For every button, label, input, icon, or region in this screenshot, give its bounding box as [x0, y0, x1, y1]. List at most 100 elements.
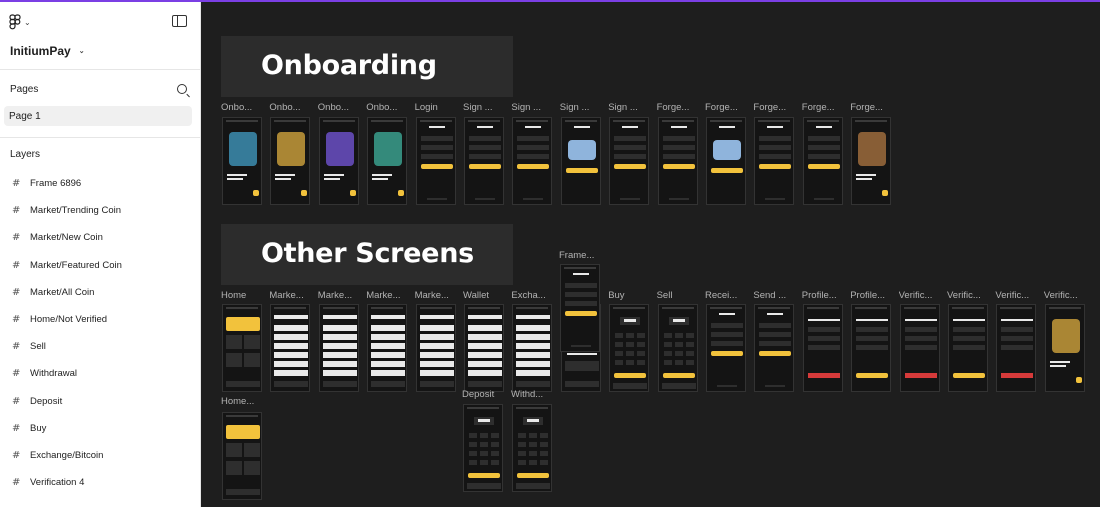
- frame-thumbnail[interactable]: [560, 264, 600, 352]
- layer-item[interactable]: #Deposit: [0, 388, 200, 415]
- frame-label[interactable]: Sign ...: [608, 102, 638, 113]
- frame-label[interactable]: Sign ...: [559, 102, 590, 113]
- layer-item[interactable]: #Withdrawal: [0, 360, 200, 387]
- main-menu-button[interactable]: ⌄: [9, 14, 31, 30]
- section-other-screens[interactable]: Other Screens: [221, 224, 513, 285]
- frame-label[interactable]: Forge...: [705, 102, 738, 113]
- frame-thumbnail[interactable]: [222, 304, 262, 392]
- frame-label[interactable]: Forge...: [656, 102, 690, 113]
- layer-item[interactable]: #Verification 4: [0, 469, 200, 496]
- frame-label[interactable]: Profile...: [801, 290, 837, 301]
- frame-label[interactable]: Send ...: [753, 290, 787, 301]
- frame-thumbnail[interactable]: [948, 304, 988, 392]
- frame-label[interactable]: Verific...: [995, 290, 1030, 301]
- frame-thumbnail[interactable]: [706, 117, 746, 205]
- layer-item[interactable]: #Market/Trending Coin: [0, 197, 200, 224]
- frame-thumbnail[interactable]: [463, 404, 503, 492]
- frame-label[interactable]: Recei...: [705, 290, 738, 301]
- layer-item[interactable]: #Market/New Coin: [0, 224, 200, 251]
- frame-thumbnail[interactable]: [706, 304, 746, 392]
- frame-hash-icon: #: [12, 395, 21, 407]
- frame-thumbnail[interactable]: [270, 304, 311, 392]
- frame-thumbnail[interactable]: [512, 117, 553, 205]
- frame-hash-icon: #: [12, 314, 21, 326]
- frame-thumbnail[interactable]: [415, 117, 456, 205]
- frame-thumbnail[interactable]: [512, 404, 552, 492]
- frame-label[interactable]: Verific...: [947, 290, 981, 301]
- layer-item[interactable]: #Market/All Coin: [0, 279, 200, 306]
- frame-thumbnail[interactable]: [1044, 304, 1085, 392]
- frame-label[interactable]: Excha...: [511, 290, 546, 301]
- frame-label[interactable]: Marke...: [366, 290, 401, 301]
- frame-label[interactable]: Onbo...: [366, 102, 398, 113]
- layer-item[interactable]: #Frame 6896: [0, 170, 200, 197]
- section-onboarding[interactable]: Onboarding: [221, 36, 513, 97]
- frame-thumbnail[interactable]: [657, 304, 698, 392]
- frame-label[interactable]: Home: [221, 290, 247, 301]
- frame-thumbnail[interactable]: [851, 117, 892, 205]
- frame-hash-icon: #: [12, 178, 21, 190]
- frame-thumbnail[interactable]: [464, 117, 504, 205]
- frame-thumbnail[interactable]: [270, 117, 311, 205]
- pages-header: Pages: [0, 70, 200, 106]
- frame-label[interactable]: Sign ...: [463, 102, 493, 113]
- layer-item[interactable]: # Home/Not Verified: [0, 306, 200, 333]
- frame-label[interactable]: Profile...: [850, 290, 886, 301]
- frame-label[interactable]: Marke...: [414, 290, 449, 301]
- frame-thumbnail[interactable]: [899, 304, 940, 392]
- frame-thumbnail[interactable]: [512, 304, 553, 392]
- project-name-button[interactable]: InitiumPay ⌄: [10, 44, 85, 58]
- frame-thumbnail[interactable]: [367, 117, 408, 205]
- frame-thumbnail[interactable]: [222, 117, 262, 205]
- frame-label[interactable]: Forge...: [850, 102, 883, 113]
- frame-thumbnail[interactable]: [754, 117, 795, 205]
- frame-thumbnail[interactable]: [996, 304, 1037, 392]
- design-canvas[interactable]: Onboarding Other Screens Onbo... Onbo... O…: [202, 2, 1100, 507]
- frame-thumbnail[interactable]: [464, 304, 504, 392]
- frame-label[interactable]: Frame...: [559, 250, 595, 261]
- frame-label[interactable]: Deposit: [462, 389, 495, 400]
- frame-thumbnail[interactable]: [609, 304, 650, 392]
- layer-item[interactable]: #Buy: [0, 415, 200, 442]
- frame-label[interactable]: Onbo...: [269, 102, 301, 113]
- panel-toggle-icon[interactable]: [172, 15, 187, 27]
- frame-thumbnail[interactable]: [318, 117, 359, 205]
- frame-label[interactable]: Onbo...: [221, 102, 253, 113]
- frame-label[interactable]: Verific...: [898, 290, 933, 301]
- frame-thumbnail[interactable]: [851, 304, 892, 392]
- frame-label[interactable]: Forge...: [753, 102, 787, 113]
- frame-label[interactable]: Wallet: [463, 290, 490, 301]
- frame-label[interactable]: Onbo...: [317, 102, 349, 113]
- frame-label[interactable]: Sign ...: [511, 102, 541, 113]
- layer-item[interactable]: #Exchange/Bitcoin: [0, 442, 200, 469]
- page-item-page-1[interactable]: Page 1: [4, 106, 192, 126]
- frame-label[interactable]: Forge...: [801, 102, 835, 113]
- frame-thumbnail[interactable]: [657, 117, 698, 205]
- frame-thumbnail[interactable]: [222, 412, 262, 500]
- layer-label: Market/New Coin: [30, 232, 103, 244]
- layer-label: Market/All Coin: [30, 286, 95, 298]
- frame-hash-icon: #: [12, 341, 21, 353]
- frame-thumbnail[interactable]: [754, 304, 795, 392]
- frame-thumbnail[interactable]: [802, 117, 843, 205]
- layer-label: Withdrawal: [30, 368, 77, 380]
- frame-thumbnail[interactable]: [609, 117, 650, 205]
- frame-thumbnail[interactable]: [318, 304, 359, 392]
- layer-label: Market/Trending Coin: [30, 205, 121, 217]
- frame-label[interactable]: Sell: [656, 290, 673, 301]
- search-icon[interactable]: [177, 84, 187, 94]
- frame-thumbnail[interactable]: [560, 117, 601, 205]
- frame-label[interactable]: Home...: [221, 396, 255, 407]
- frame-label[interactable]: Marke...: [317, 290, 353, 301]
- frame-thumbnail[interactable]: [367, 304, 408, 392]
- layer-label: Home/Not Verified: [30, 314, 108, 326]
- frame-label[interactable]: Verific...: [1043, 290, 1078, 301]
- layer-item[interactable]: #Sell: [0, 333, 200, 360]
- frame-label[interactable]: Withd...: [511, 389, 544, 400]
- frame-thumbnail[interactable]: [802, 304, 843, 392]
- frame-thumbnail[interactable]: [415, 304, 456, 392]
- layer-item[interactable]: #Market/Featured Coin: [0, 252, 200, 279]
- frame-label[interactable]: Login: [414, 102, 438, 113]
- frame-label[interactable]: Marke...: [269, 290, 304, 301]
- frame-label[interactable]: Buy: [608, 290, 625, 301]
